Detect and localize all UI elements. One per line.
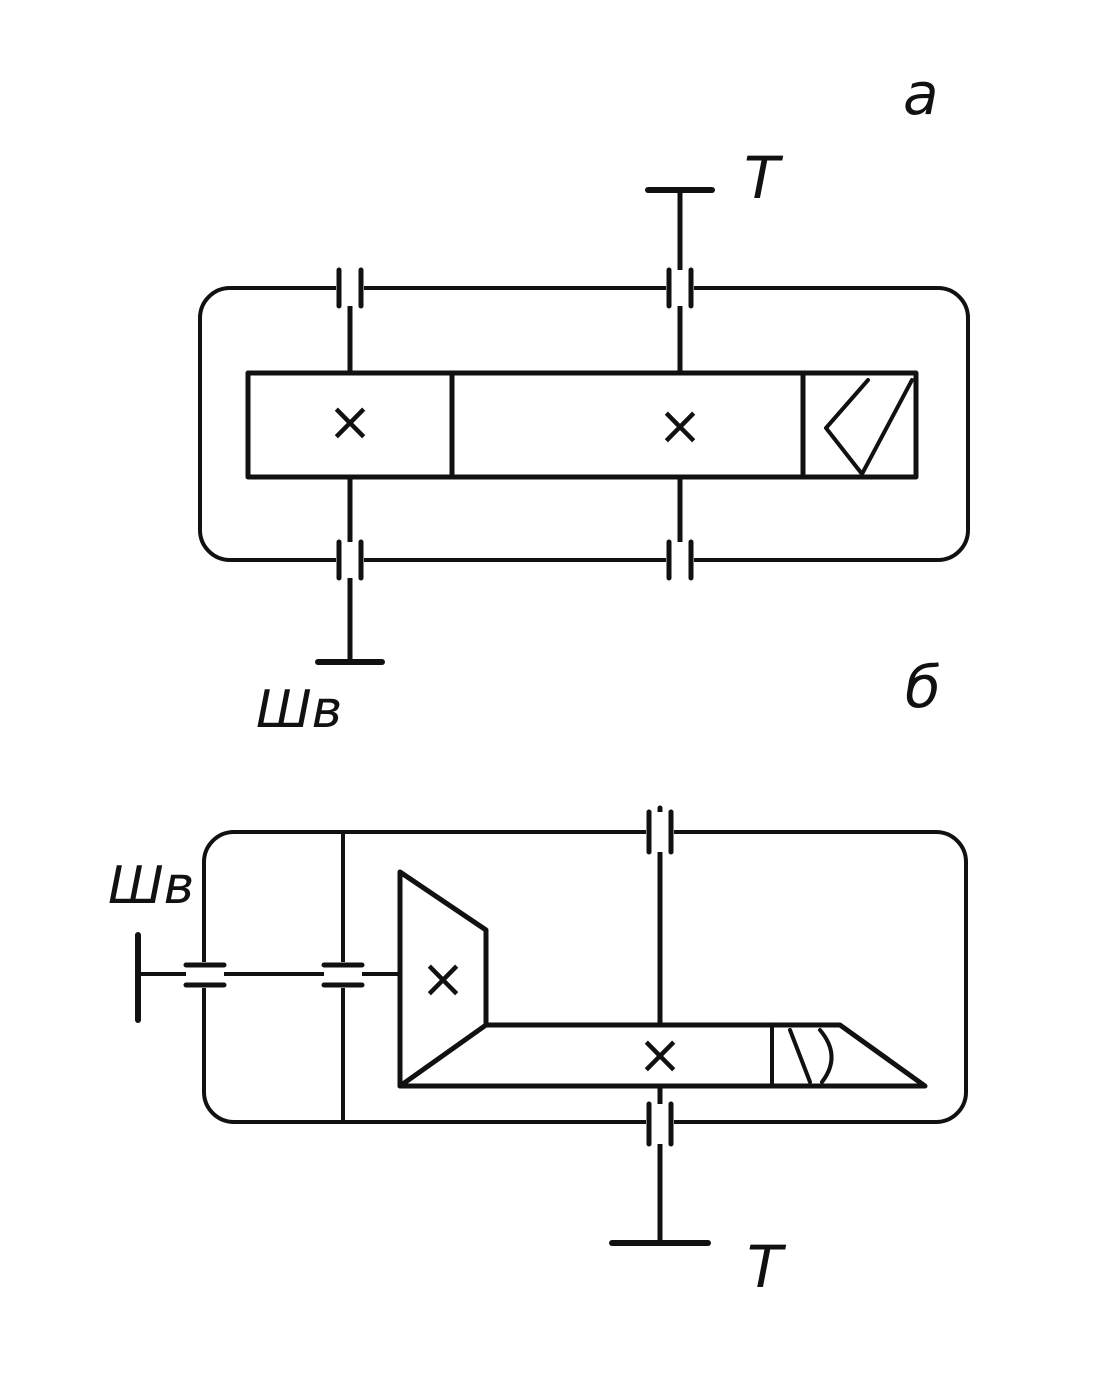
housing-a [198,286,970,562]
bearing-a-bottom-right [666,539,694,581]
worm-slash-b [788,1028,812,1084]
variant-b-label: б [905,653,941,721]
output-label-a: Т [744,144,784,212]
variant-a-label: а [903,60,939,128]
gear-mark-a-left: × [327,390,372,453]
variant-a-scheme: а [198,60,970,740]
worm-chevron-a [824,378,870,476]
gear-mark-a-right: × [657,394,702,457]
gear-mark-b-output: × [637,1023,682,1086]
input-label-a: Шв [256,680,342,740]
bearing-a-top-right [666,267,694,309]
bevel-diagonal-b [397,1022,489,1089]
bearing-b-input-inner [321,962,365,988]
gear-mark-b-bevel: × [420,947,465,1010]
input-label-b: Шв [108,856,194,916]
output-label-b: Т [747,1233,787,1301]
bearing-b-bottom [646,1101,674,1147]
bearing-a-bottom-left [336,539,364,581]
variant-b-scheme: б [108,653,968,1301]
worm-slash-a [860,378,914,476]
bearing-b-top [646,809,674,855]
worm-arc-b [818,1028,834,1084]
bearing-a-top-left [336,267,364,309]
bearing-b-input-wall [183,962,227,988]
